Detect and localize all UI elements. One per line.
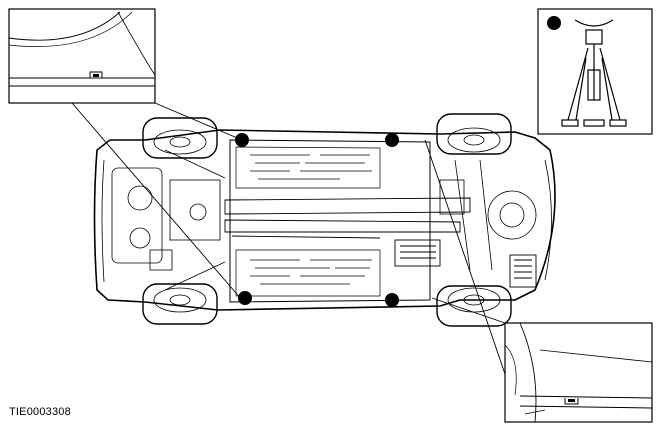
front-right-wheel (142, 283, 218, 325)
exhaust-system (224, 197, 537, 288)
callout-inset-front-sill (8, 8, 156, 104)
jacking-point-rear-left (385, 133, 399, 147)
rear-suspension-area (439, 159, 537, 271)
jacking-point-rear-right (385, 293, 399, 307)
rear-right-wheel (436, 285, 512, 327)
callout-inset-rear-sill (504, 322, 653, 423)
front-left-wheel (142, 117, 218, 159)
rear-left-wheel (436, 113, 512, 155)
vehicle-body-outline (93, 129, 556, 311)
figure-id-label: TIE0003308 (9, 406, 71, 418)
jacking-point-front-left (235, 133, 249, 147)
jack-stand-symbol-box (537, 8, 653, 135)
jacking-point-markers (235, 133, 399, 307)
floor-pan-ribs (250, 154, 372, 285)
jack-stand-icon (561, 19, 627, 127)
front-engine-area (111, 149, 226, 291)
leader-lines (71, 102, 506, 375)
jacking-point-front-right (238, 291, 252, 305)
symbol-dot (547, 16, 561, 30)
